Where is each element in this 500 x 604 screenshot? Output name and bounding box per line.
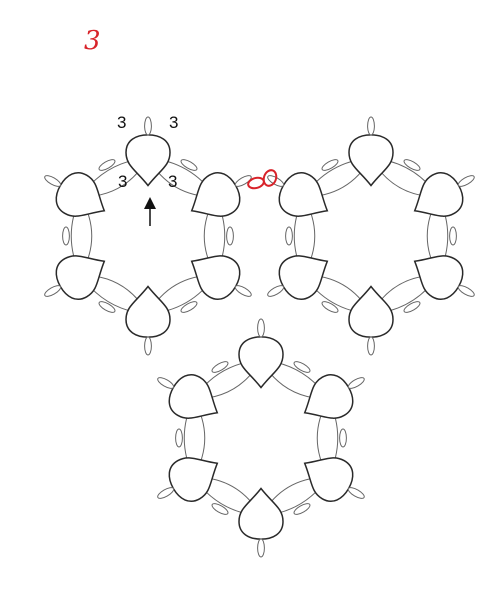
chain-picot — [321, 301, 339, 313]
ring-picot — [44, 285, 62, 297]
ring — [55, 172, 106, 217]
chain-picot — [180, 301, 198, 313]
chain-picot — [449, 226, 457, 246]
count-upper-left: 3 — [117, 113, 127, 132]
chain-picot — [211, 503, 229, 515]
ring-picot — [347, 487, 365, 499]
arrow-up-icon — [144, 197, 156, 226]
chain-picot — [321, 159, 339, 171]
ring-picot — [257, 538, 265, 558]
chain-picot — [403, 301, 421, 313]
figure-number: 3 — [84, 26, 101, 56]
ring — [190, 172, 241, 217]
ring-picot — [44, 175, 62, 187]
ring-picot — [144, 336, 152, 356]
ring-picot — [367, 336, 375, 356]
ring-picot — [234, 285, 252, 297]
ring-picot — [457, 285, 475, 297]
chain-picot — [62, 226, 70, 246]
ring-layer — [55, 134, 464, 540]
ring-picot — [157, 377, 175, 389]
chain-picot — [293, 503, 311, 515]
ring-picot — [157, 487, 175, 499]
count-lower-left: 3 — [118, 172, 128, 191]
count-lower-right: 3 — [168, 172, 178, 191]
chain-picot — [175, 428, 183, 448]
ring — [190, 255, 241, 300]
chain-picot — [226, 226, 234, 246]
ring-picot — [257, 318, 265, 338]
marker-layer — [44, 116, 475, 558]
ring — [413, 255, 464, 300]
ring-picot — [457, 175, 475, 187]
ring — [278, 172, 329, 217]
ring-picot — [347, 377, 365, 389]
ring-picot — [144, 116, 152, 136]
ring — [55, 255, 106, 300]
chain-picot — [285, 226, 293, 246]
ring — [278, 255, 329, 300]
chain-picot — [293, 361, 311, 373]
ring — [303, 457, 354, 502]
ring-picot — [267, 285, 285, 297]
ring — [303, 374, 354, 419]
ring-picot — [367, 116, 375, 136]
ring — [413, 172, 464, 217]
chain-picot — [98, 301, 116, 313]
ring — [168, 374, 219, 419]
ring — [168, 457, 219, 502]
chain-picot — [180, 159, 198, 171]
chain-picot — [339, 428, 347, 448]
chain-picot — [211, 361, 229, 373]
ring-picot — [234, 175, 252, 187]
chain-picot — [98, 159, 116, 171]
count-upper-right: 3 — [169, 113, 179, 132]
join-loops-icon — [247, 169, 278, 190]
chain-picot — [403, 159, 421, 171]
